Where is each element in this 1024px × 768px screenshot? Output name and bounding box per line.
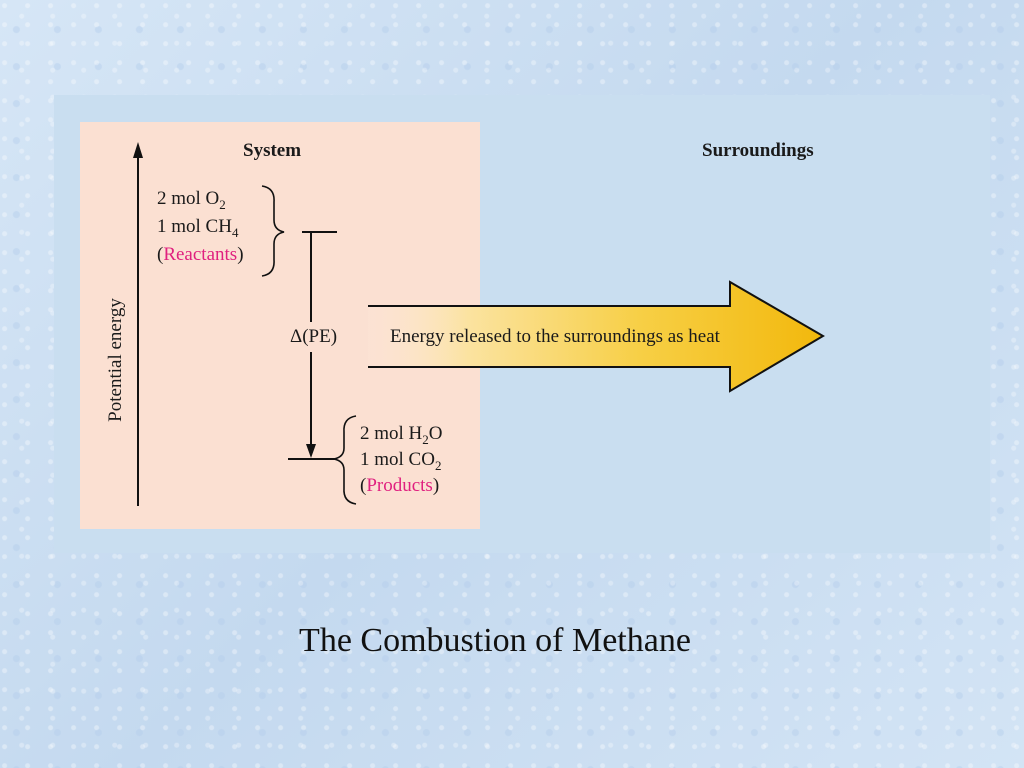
heat-release-arrow <box>368 282 823 391</box>
delta-pe-label: Δ(PE) <box>290 326 338 347</box>
surroundings-label: Surroundings <box>702 140 814 161</box>
product-water: 2 mol H2O <box>360 423 443 447</box>
slide-caption: The Combustion of Methane <box>299 622 691 659</box>
reactants-brace <box>261 185 285 277</box>
reactant-methane: 1 mol CH4 <box>157 216 239 240</box>
reactants-tag: (Reactants) <box>157 244 244 265</box>
heat-arrow-outline <box>368 280 825 393</box>
delta-pe-arrowhead <box>306 444 316 458</box>
products-brace <box>333 415 357 505</box>
products-tag: (Products) <box>360 475 440 496</box>
product-carbon-dioxide: 1 mol CO2 <box>360 449 442 473</box>
heat-arrow-text: Energy released to the surroundings as h… <box>390 326 720 347</box>
y-axis-label: Potential energy <box>105 298 126 422</box>
system-label: System <box>243 140 302 161</box>
axis-arrowhead <box>133 142 143 158</box>
reactant-oxygen: 2 mol O2 <box>157 188 226 212</box>
